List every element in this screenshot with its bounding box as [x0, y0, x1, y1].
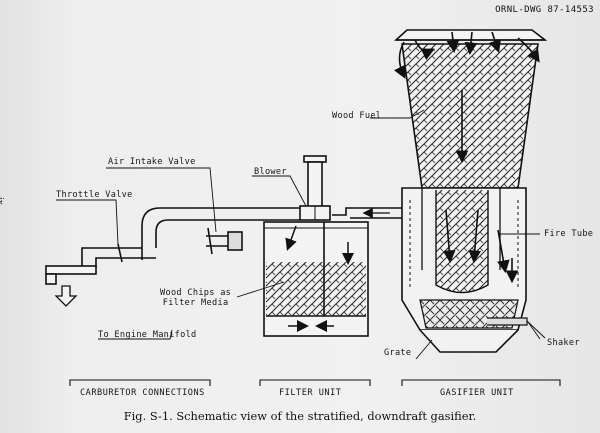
drawing-number: ORNL-DWG 87-14553 — [495, 5, 594, 15]
throttle-valve — [117, 243, 123, 263]
gasifier-unit — [393, 29, 548, 353]
gas-piping — [332, 207, 402, 219]
label-blower: Blower — [254, 167, 287, 177]
section-gasifier-unit: GASIFIER UNIT — [440, 388, 514, 398]
filter-unit — [263, 221, 369, 337]
filter-flow-arrows — [285, 225, 354, 332]
fire-tube — [435, 190, 489, 294]
figure-caption: Fig. S-1. Schematic view of the stratifi… — [123, 409, 477, 423]
section-filter-unit: FILTER UNIT — [279, 388, 342, 398]
manifold-arrow — [54, 285, 78, 307]
section-carburetor-connections: CARBURETOR CONNECTIONS — [80, 388, 205, 398]
gasifier-cap — [393, 29, 548, 41]
filter-media — [266, 262, 366, 316]
gasifier-flow-arrows — [393, 31, 540, 284]
intake-pipe — [45, 207, 300, 285]
blower-assembly — [299, 155, 331, 221]
section-brackets — [69, 379, 561, 386]
page-number: ix — [0, 197, 4, 205]
label-wood-fuel: Wood Fuel — [332, 111, 382, 121]
label-throttle-valve: Throttle Valve — [56, 190, 133, 200]
label-engine-manifold: To Engine Manifold — [98, 330, 197, 340]
shaker — [487, 317, 528, 326]
gasifier-hopper — [401, 43, 539, 189]
air-intake-valve-body — [227, 231, 243, 251]
label-grate: Grate — [384, 348, 412, 358]
label-air-intake-valve: Air Intake Valve — [108, 157, 196, 167]
label-wood-chips: Wood Chips as Filter Media — [160, 288, 232, 308]
label-fire-tube: Fire Tube — [544, 229, 594, 239]
label-shaker: Shaker — [547, 338, 580, 348]
leader-lines — [56, 109, 541, 360]
